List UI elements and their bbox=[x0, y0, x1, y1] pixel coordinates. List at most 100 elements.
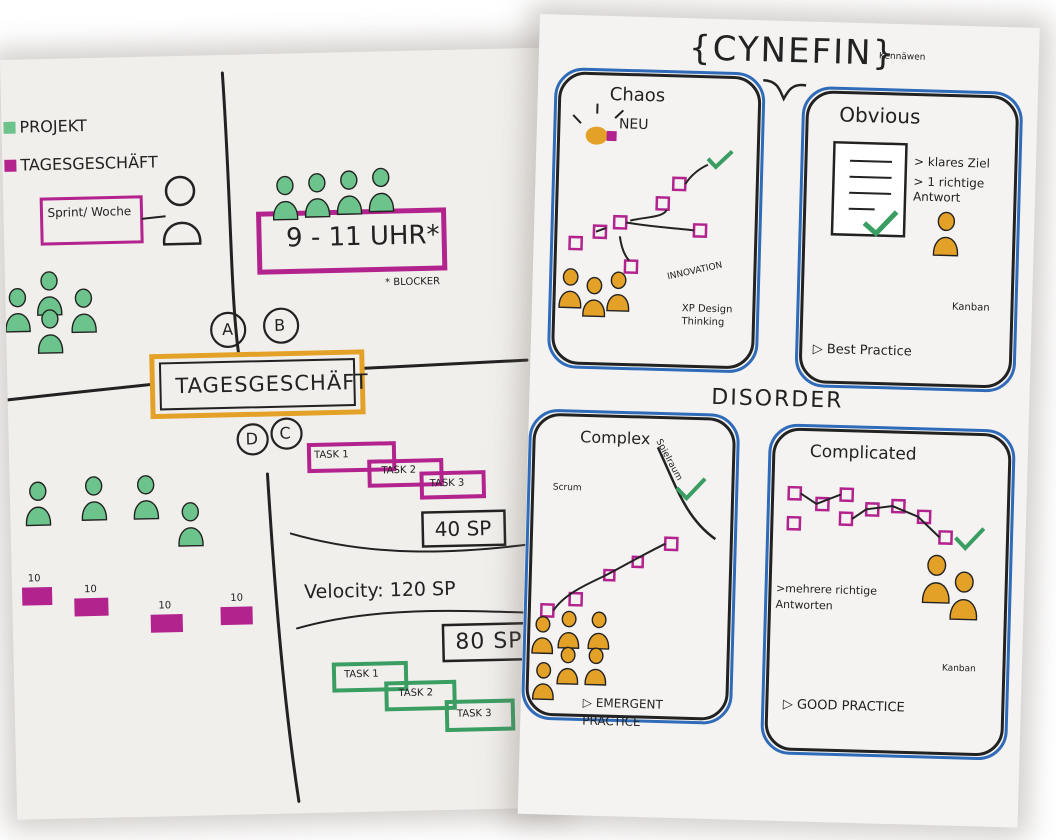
circle-b bbox=[263, 307, 300, 344]
green-person-bottom-4 bbox=[178, 502, 204, 547]
value-2: 10 bbox=[83, 583, 97, 596]
task-top-3: TASK 3 bbox=[429, 477, 465, 490]
meeting-time: 9 - 11 UHR* bbox=[285, 220, 440, 254]
right-flipchart: {CYNEFIN} Kennäwen Chaos NEU INNOVATION … bbox=[517, 14, 1040, 828]
axis-bottom-vertical bbox=[265, 472, 301, 803]
orange-person-complex-3 bbox=[587, 611, 610, 650]
value-box-4 bbox=[220, 606, 253, 626]
chaos-title: Chaos bbox=[609, 83, 666, 107]
task-bottom-1: TASK 1 bbox=[343, 668, 379, 681]
circle-d bbox=[236, 423, 269, 456]
axis-top-vertical bbox=[220, 71, 241, 357]
task-bottom-1-box bbox=[331, 660, 409, 693]
sprint-label: Sprint/ Woche bbox=[47, 204, 132, 220]
divider-1 bbox=[289, 532, 543, 553]
light-bulb-icon bbox=[572, 103, 625, 145]
green-person-top-3 bbox=[336, 170, 363, 216]
legend-daily-label: TAGESGESCHÄFT bbox=[20, 152, 158, 175]
task-bottom-2: TASK 2 bbox=[398, 687, 434, 700]
blocker-note: * BLOCKER bbox=[385, 276, 441, 289]
value-3: 10 bbox=[158, 600, 172, 612]
right-drawing bbox=[521, 67, 1023, 761]
sp-top-box bbox=[421, 509, 507, 548]
center-title: TAGESGESCHÄFT bbox=[175, 369, 369, 399]
complex-footer: ▷ EMERGENT PRACTICE bbox=[582, 695, 664, 730]
complicated-frame bbox=[764, 427, 1012, 756]
people-figures-right bbox=[531, 211, 978, 701]
document-icon bbox=[830, 140, 908, 238]
obvious-point-1: > klares Ziel bbox=[913, 154, 991, 171]
task-top-1-box bbox=[306, 441, 397, 474]
chaos-new: NEU bbox=[618, 116, 649, 134]
value-box-2 bbox=[74, 597, 109, 617]
quadrant-c-label: C bbox=[279, 423, 291, 443]
green-person-left-3 bbox=[71, 288, 97, 334]
orange-person-chaos-1 bbox=[558, 268, 582, 309]
task-top-2: TASK 2 bbox=[381, 464, 417, 477]
task-bottom-2-box bbox=[384, 679, 457, 712]
green-person-left-1 bbox=[5, 287, 31, 333]
person-outline bbox=[162, 175, 202, 246]
complex-title: Complex bbox=[579, 427, 651, 449]
orange-person-obvious bbox=[932, 211, 959, 257]
complex-frame bbox=[525, 413, 736, 721]
green-person-top-2 bbox=[304, 173, 331, 218]
orange-person-complex-5 bbox=[584, 647, 607, 686]
green-person-left-2 bbox=[37, 271, 63, 316]
left-flipchart: PROJEKT TAGESGESCHÄFT Sprint/ Woche 9 - … bbox=[0, 47, 563, 820]
quadrant-b-label: B bbox=[273, 315, 286, 335]
orange-person-chaos-3 bbox=[606, 271, 630, 312]
value-box-1 bbox=[21, 586, 53, 606]
velocity-label: Velocity: 120 SP bbox=[303, 577, 456, 604]
brace bbox=[763, 79, 807, 102]
green-person-bottom-2 bbox=[81, 476, 108, 521]
people-figures bbox=[5, 167, 395, 547]
sp-top: 40 SP bbox=[434, 515, 492, 542]
obvious-footer: ▷ Best Practice bbox=[812, 341, 912, 360]
circle-a bbox=[210, 311, 247, 348]
cynefin-subtitle: Kennäwen bbox=[878, 51, 926, 63]
complex-method: Scrum bbox=[552, 482, 582, 494]
green-person-bottom-1 bbox=[25, 481, 52, 527]
cynefin-title: {CYNEFIN} bbox=[688, 28, 897, 74]
sprint-connector bbox=[141, 215, 166, 220]
legend-daily-swatch bbox=[4, 159, 17, 172]
orange-person-chaos-2 bbox=[582, 276, 606, 318]
circle-c bbox=[270, 417, 303, 450]
complicated-point-1: >mehrere richtige Antworten bbox=[775, 581, 878, 613]
obvious-frame bbox=[799, 90, 1019, 389]
obvious-title: Obvious bbox=[838, 102, 921, 129]
orange-person-complex-2 bbox=[557, 610, 580, 649]
orange-person-complex-4 bbox=[556, 646, 579, 685]
obvious-practice: Kanban bbox=[951, 301, 990, 314]
orange-person-complicated-2 bbox=[949, 571, 978, 621]
obvious-point-2: > 1 richtige Antwort bbox=[912, 174, 985, 205]
green-person-top-4 bbox=[368, 167, 395, 213]
task-bottom-3: TASK 3 bbox=[456, 708, 492, 720]
quadrant-a-label: A bbox=[221, 319, 234, 340]
complicated-check bbox=[954, 527, 986, 551]
green-person-left-4 bbox=[37, 309, 64, 354]
quadrant-d-label: D bbox=[245, 429, 259, 449]
value-4: 10 bbox=[230, 592, 244, 604]
task-top-1: TASK 1 bbox=[313, 449, 349, 461]
chaos-frame bbox=[551, 71, 762, 369]
orange-person-complex-1 bbox=[531, 615, 554, 655]
chaos-check bbox=[706, 149, 734, 170]
task-bottom-3-box bbox=[444, 698, 516, 733]
green-person-bottom-3 bbox=[133, 475, 160, 520]
value-1: 10 bbox=[27, 573, 41, 585]
divider-2 bbox=[295, 609, 554, 630]
complicated-title: Complicated bbox=[809, 441, 917, 465]
orange-person-complex-6 bbox=[531, 662, 554, 701]
sp-bottom: 80 SP bbox=[455, 628, 523, 655]
disorder-label: DISORDER bbox=[711, 384, 844, 414]
chaos-practices: XP Design Thinking bbox=[681, 303, 733, 329]
center-title-box bbox=[149, 349, 366, 420]
complex-check bbox=[675, 477, 707, 502]
legend-project-swatch bbox=[3, 121, 16, 134]
value-box-3 bbox=[150, 613, 184, 633]
task-top-3-box bbox=[419, 470, 487, 500]
orange-person-complicated-1 bbox=[921, 554, 950, 604]
legend-project-label: PROJEKT bbox=[19, 116, 87, 137]
